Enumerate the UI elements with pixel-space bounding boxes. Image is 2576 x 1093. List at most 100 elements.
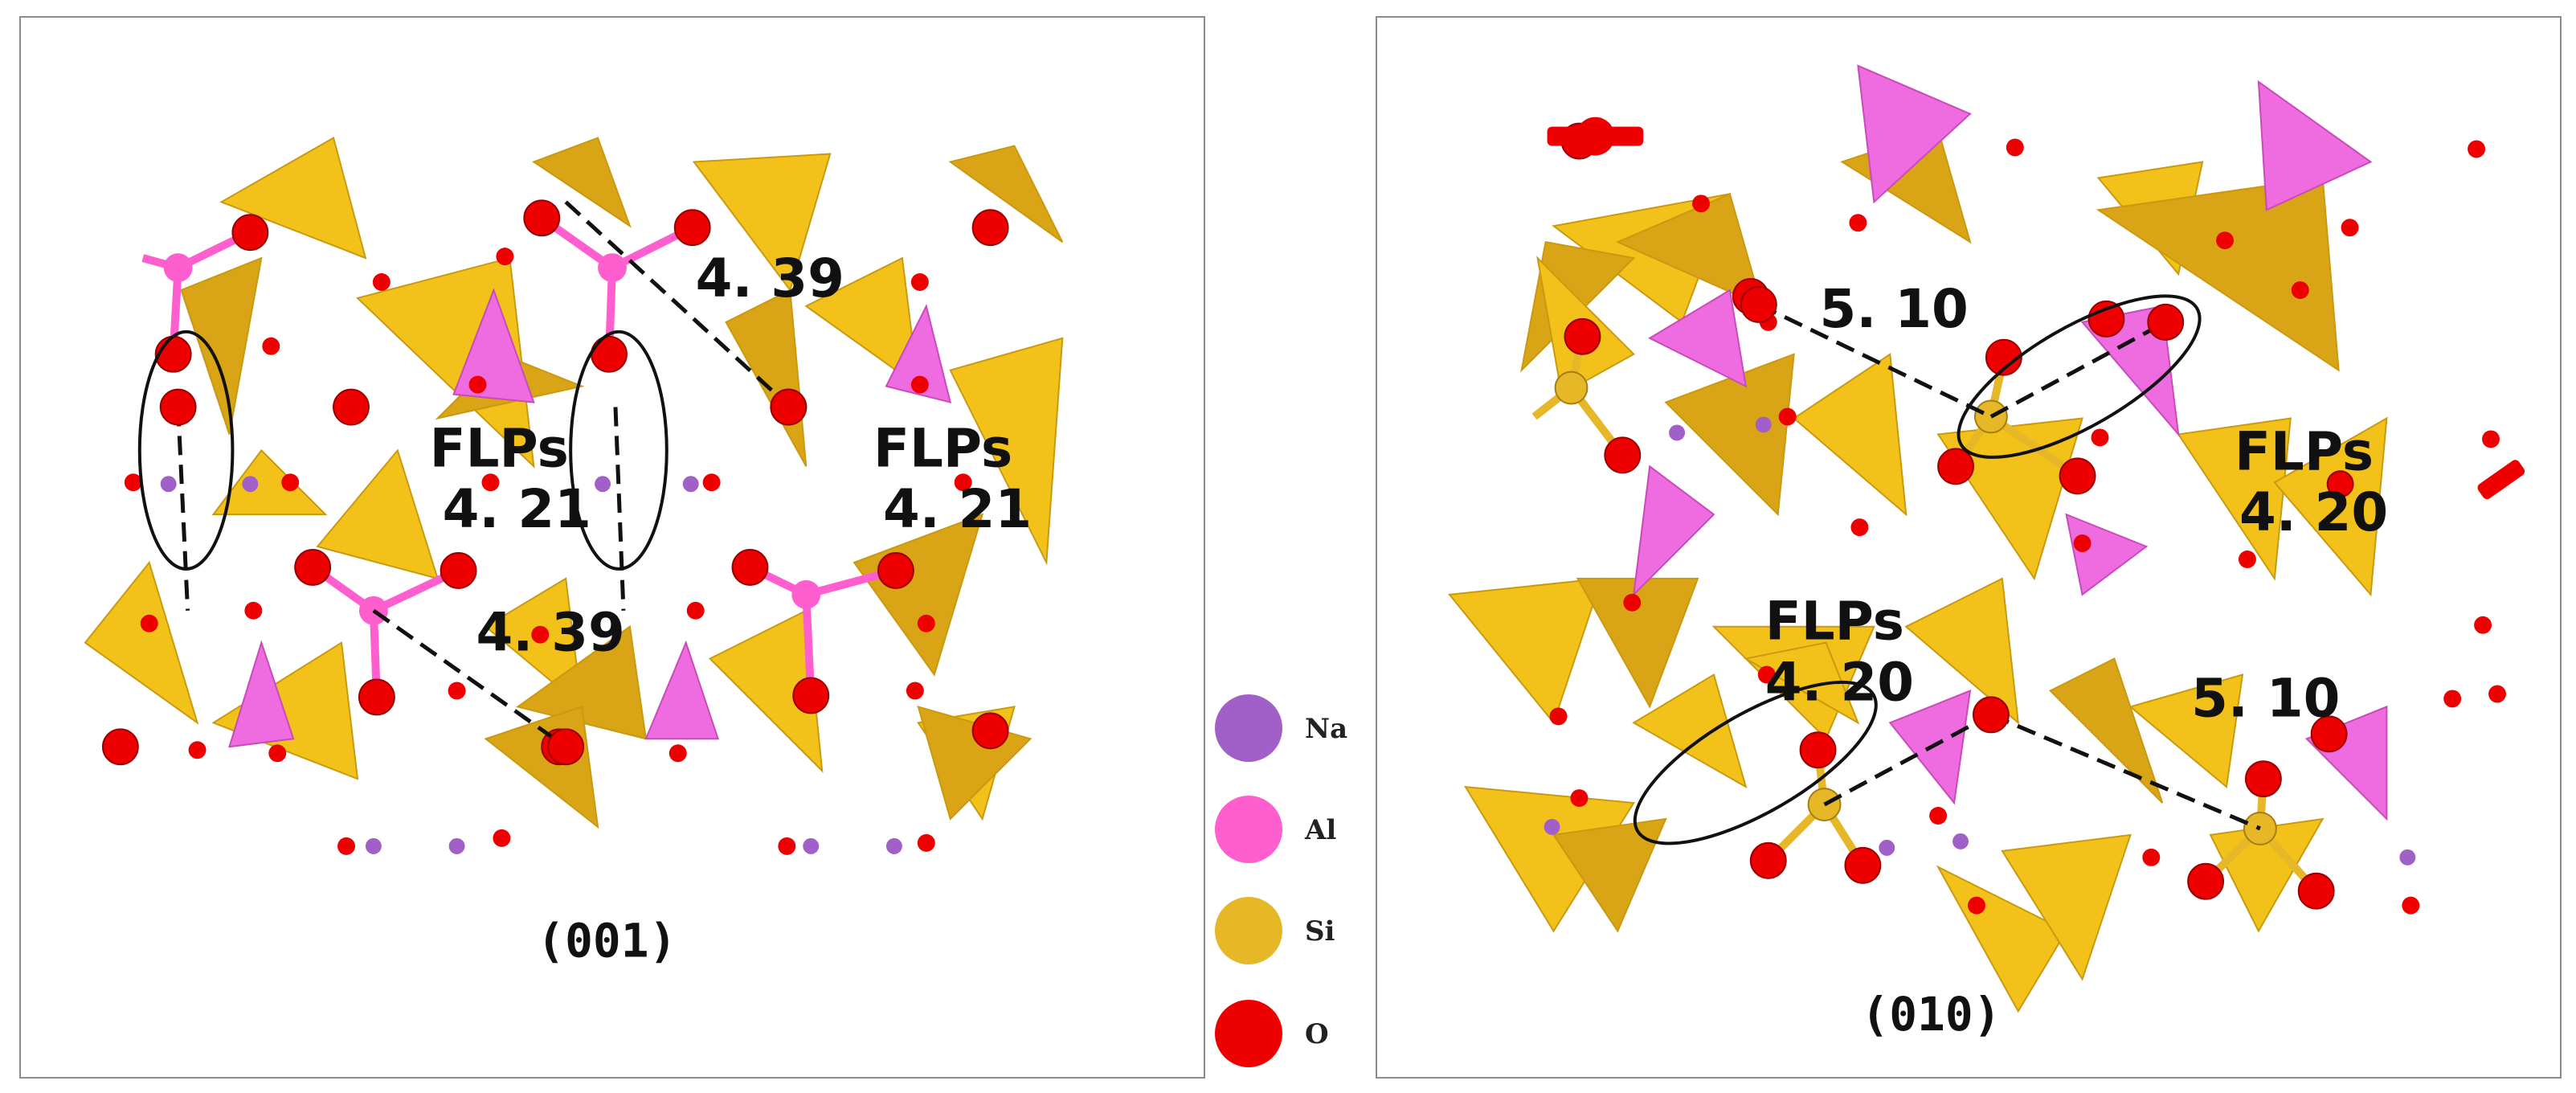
al-tetrahedron	[228, 640, 295, 748]
o-atom	[154, 335, 192, 373]
si-tetrahedron	[1615, 192, 1764, 308]
legend-label-si: Si	[1305, 915, 1335, 948]
o-atom-small	[1757, 665, 1776, 684]
o-atom-small	[140, 614, 158, 632]
o-atom-small	[1623, 593, 1642, 612]
o-atom	[1972, 696, 2010, 734]
o-atom-small	[531, 625, 550, 644]
si-tetrahedron	[2177, 417, 2292, 581]
cross-distance-line	[1757, 302, 1992, 419]
si-tetrahedron	[1793, 352, 1907, 517]
o-atom-small	[2091, 428, 2109, 447]
si-tetrahedron	[180, 256, 263, 435]
cross-distance-line	[372, 608, 567, 749]
o-atom-small	[281, 473, 300, 492]
cross-distance-line	[564, 200, 792, 409]
na-atom	[1669, 424, 1686, 441]
si-tetrahedron	[1448, 577, 1603, 725]
o-atom-small	[1849, 214, 1867, 232]
al-tetrahedron	[1648, 289, 1748, 388]
o-atom	[440, 551, 477, 589]
al-atom	[163, 253, 193, 283]
o-atom	[673, 209, 711, 247]
o2-molecules	[1547, 117, 2525, 500]
o-atom	[1799, 731, 1837, 769]
o-atom-small	[1850, 518, 1869, 537]
al-atom	[598, 253, 627, 283]
o-atom	[1844, 846, 1882, 884]
o-atom-small	[244, 601, 263, 620]
o-atom-small	[337, 837, 355, 855]
o-atom-small	[188, 741, 206, 759]
cross-distance-label: 5. 10	[1820, 278, 1969, 340]
al-tetrahedron	[885, 304, 952, 403]
o-atom	[1564, 317, 1601, 355]
o-atom-small	[372, 273, 390, 291]
na-atom	[1544, 818, 1560, 835]
o-atom	[1604, 436, 1642, 474]
na-atom	[595, 476, 611, 493]
legend-label-na: Na	[1305, 713, 1347, 745]
flp-label: FLPs	[873, 417, 1012, 479]
na-atom	[1952, 833, 1969, 849]
o-atom	[101, 728, 139, 766]
o-atom	[877, 551, 914, 589]
o-atom	[294, 548, 332, 586]
atom-legend: Na Al Si O	[1205, 16, 1376, 1079]
o-atoms-small	[1549, 138, 2506, 915]
o-atom	[2244, 760, 2282, 798]
flp-label: FLPs	[1765, 591, 1904, 653]
o-atom-small	[917, 614, 935, 632]
si-tetrahedron	[692, 153, 832, 293]
cross-distance-label: 5. 10	[2191, 667, 2340, 729]
o-atom-small	[2482, 430, 2500, 448]
si-tetrahedron	[84, 560, 199, 725]
cross-distance-line	[1989, 713, 2261, 831]
o-atom-small	[1549, 707, 1568, 726]
flp-ellipse	[569, 330, 669, 571]
legend-label-al: Al	[1304, 814, 1336, 846]
flp-distance-label: 4. 21	[443, 478, 591, 540]
legend-swatch-na	[1215, 694, 1282, 762]
si-tetrahedron	[2001, 833, 2132, 981]
si-tetrahedron	[2096, 177, 2340, 372]
flp-ellipse	[1957, 294, 2202, 459]
o-atom-small	[910, 273, 929, 291]
na-atom	[160, 476, 177, 493]
o-atom-small	[702, 473, 721, 492]
o-atom	[523, 199, 561, 237]
al-tetrahedra	[228, 288, 952, 748]
al-tetrahedron	[644, 640, 719, 740]
o2-atom	[1576, 117, 1615, 156]
na-atoms	[1544, 416, 2416, 866]
legend-item-al: Al	[1215, 796, 1336, 863]
o-atom-small	[448, 682, 466, 700]
flp-ellipse	[1633, 680, 1878, 845]
si-tetrahedron	[2049, 657, 2164, 804]
o2-molecule	[2477, 460, 2525, 500]
o-atom-small	[262, 337, 280, 355]
si-tetrahedron	[949, 337, 1064, 566]
o-atom-small	[2291, 281, 2309, 299]
si-tetrahedron	[1904, 577, 2020, 725]
legend-swatch-o	[1215, 1000, 1282, 1067]
o-atom-small	[910, 375, 929, 394]
si-tetrahedron	[2128, 673, 2244, 789]
o-atom-small	[481, 473, 500, 492]
flp-label: FLPs	[430, 417, 569, 479]
face-label: (001)	[537, 913, 677, 968]
o-atom	[731, 548, 769, 586]
o-atom-small	[1692, 194, 1710, 213]
na-atom	[1879, 839, 1895, 856]
o-atom	[792, 677, 830, 714]
o-atom	[547, 728, 585, 766]
si-tetrahedra	[1448, 129, 2388, 1013]
flp-ellipses	[1633, 294, 2202, 845]
legend-swatch-si	[1215, 897, 1282, 964]
o-atom-small	[2006, 138, 2024, 157]
o-atom	[2087, 300, 2125, 338]
na-atom	[2399, 849, 2416, 866]
o-atom-small	[1570, 789, 1589, 808]
o-atom-small	[686, 601, 705, 620]
o-atom-small	[2474, 616, 2492, 634]
